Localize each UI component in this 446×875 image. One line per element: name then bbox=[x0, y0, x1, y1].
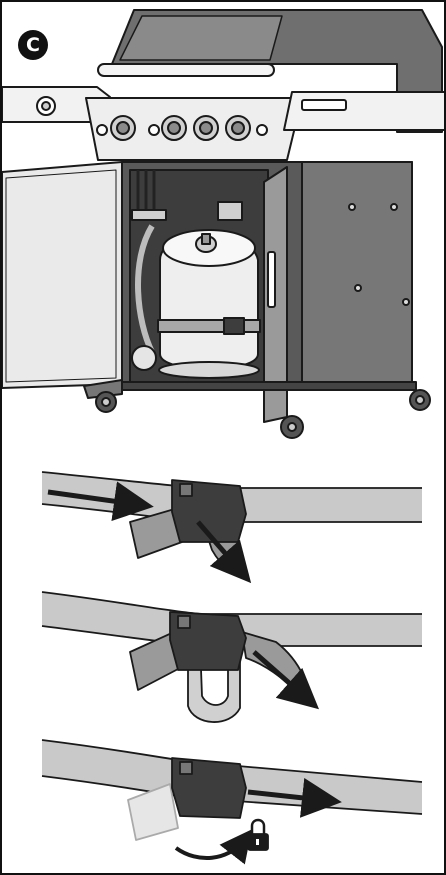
grill-illustration bbox=[2, 10, 446, 438]
regulator bbox=[132, 346, 156, 370]
strap-step-2 bbox=[42, 592, 422, 722]
cart-base bbox=[120, 382, 416, 390]
left-door bbox=[2, 162, 122, 388]
lid-handle bbox=[98, 64, 274, 76]
rotate-arrow-icon bbox=[176, 842, 242, 858]
strap-step-1 bbox=[42, 472, 422, 576]
ghost-strap-tail bbox=[128, 784, 178, 840]
strap-step-3 bbox=[42, 740, 422, 858]
lock-icon bbox=[248, 820, 268, 850]
